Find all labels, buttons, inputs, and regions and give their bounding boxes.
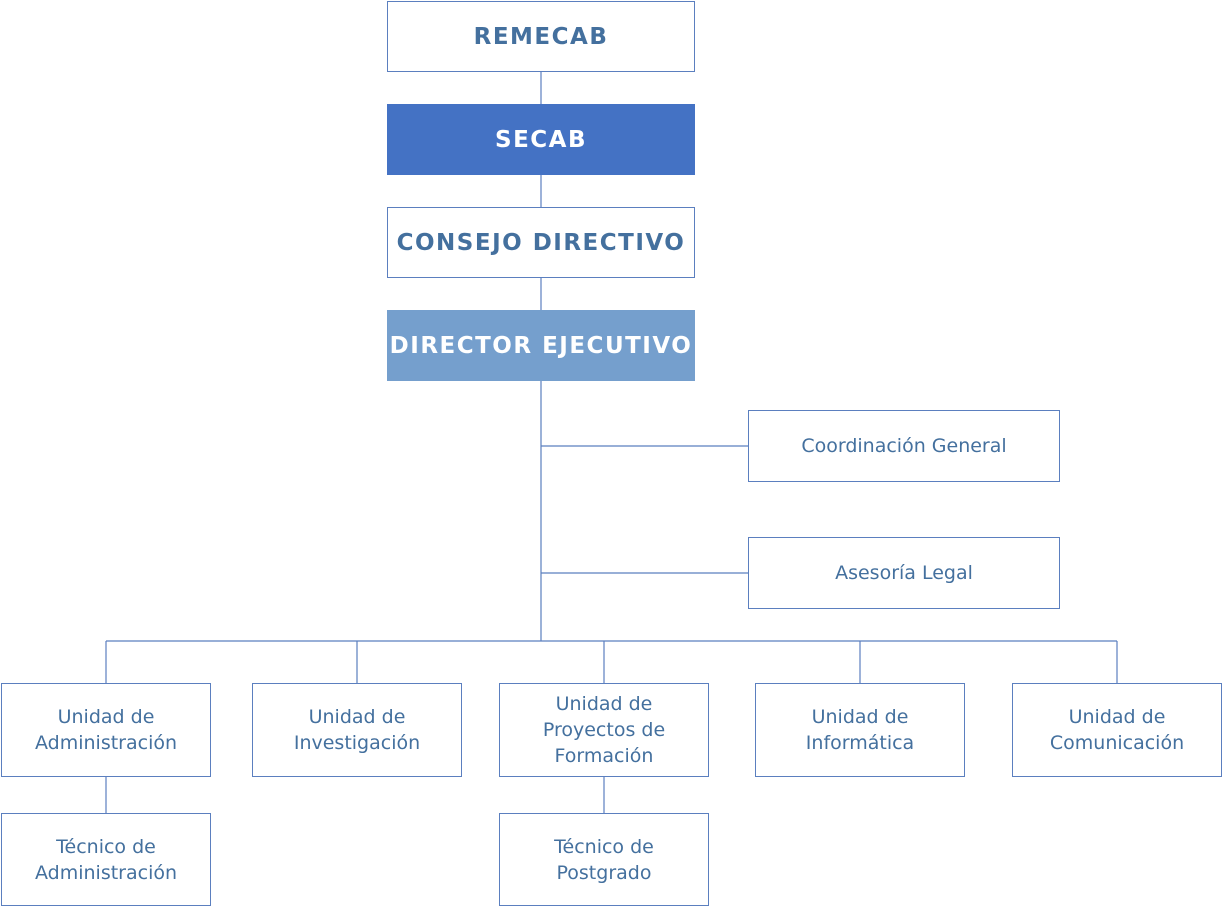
- node-asesoria-legal: Asesoría Legal: [748, 537, 1060, 609]
- node-secab: SECAB: [387, 104, 695, 175]
- node-consejo-directivo: CONSEJO DIRECTIVO: [387, 207, 695, 278]
- node-unidad-investigacion: Unidad de Investigación: [252, 683, 462, 777]
- node-coordinacion-general: Coordinación General: [748, 410, 1060, 482]
- node-unidad-comunicacion: Unidad de Comunicación: [1012, 683, 1222, 777]
- node-director-ejecutivo: DIRECTOR EJECUTIVO: [387, 310, 695, 381]
- node-tecnico-postgrado: Técnico de Postgrado: [499, 813, 709, 906]
- node-unidad-administracion: Unidad de Administración: [1, 683, 211, 777]
- node-tecnico-administracion: Técnico de Administración: [1, 813, 211, 906]
- node-remecab: REMECAB: [387, 1, 695, 72]
- node-unidad-proyectos-formacion: Unidad de Proyectos de Formación: [499, 683, 709, 777]
- node-unidad-informatica: Unidad de Informática: [755, 683, 965, 777]
